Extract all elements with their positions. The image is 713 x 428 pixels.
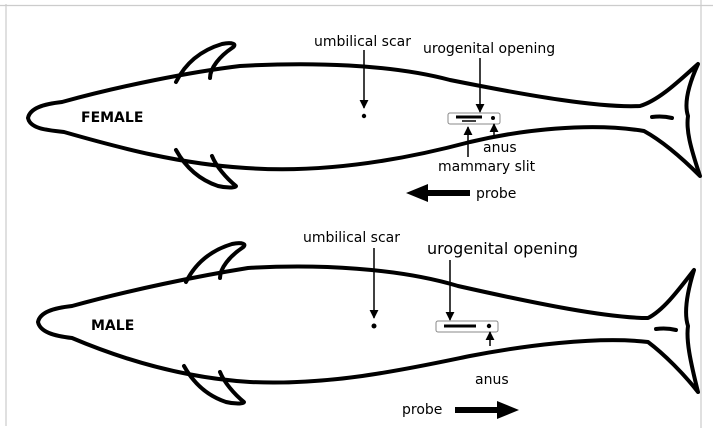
female-probe-arrow	[406, 184, 470, 202]
male-umbilical-label: umbilical scar	[303, 230, 400, 246]
female-umbilical-scar-dot	[362, 114, 366, 118]
male-umbilical-scar-dot	[372, 324, 377, 329]
male-probe-label: probe	[402, 402, 442, 418]
male-urogenital-label: urogenital opening	[427, 239, 578, 258]
male-probe-arrow	[455, 401, 519, 419]
male-genital-slit	[436, 321, 498, 332]
female-panel: FEMALE umbilical scar urogenital opening…	[28, 34, 700, 202]
female-genital-slit	[448, 113, 500, 124]
female-mammary-label: mammary slit	[438, 159, 536, 175]
male-sex-label: MALE	[91, 318, 134, 334]
female-sex-label: FEMALE	[81, 110, 143, 126]
male-panel: MALE umbilical scar urogenital opening a…	[38, 230, 698, 419]
female-umbilical-label: umbilical scar	[314, 34, 411, 50]
female-urogenital-label: urogenital opening	[423, 41, 555, 57]
male-dolphin-outline	[38, 243, 698, 403]
female-anus-label: anus	[483, 140, 517, 156]
male-anus-label: anus	[475, 372, 509, 388]
female-probe-label: probe	[476, 186, 516, 202]
